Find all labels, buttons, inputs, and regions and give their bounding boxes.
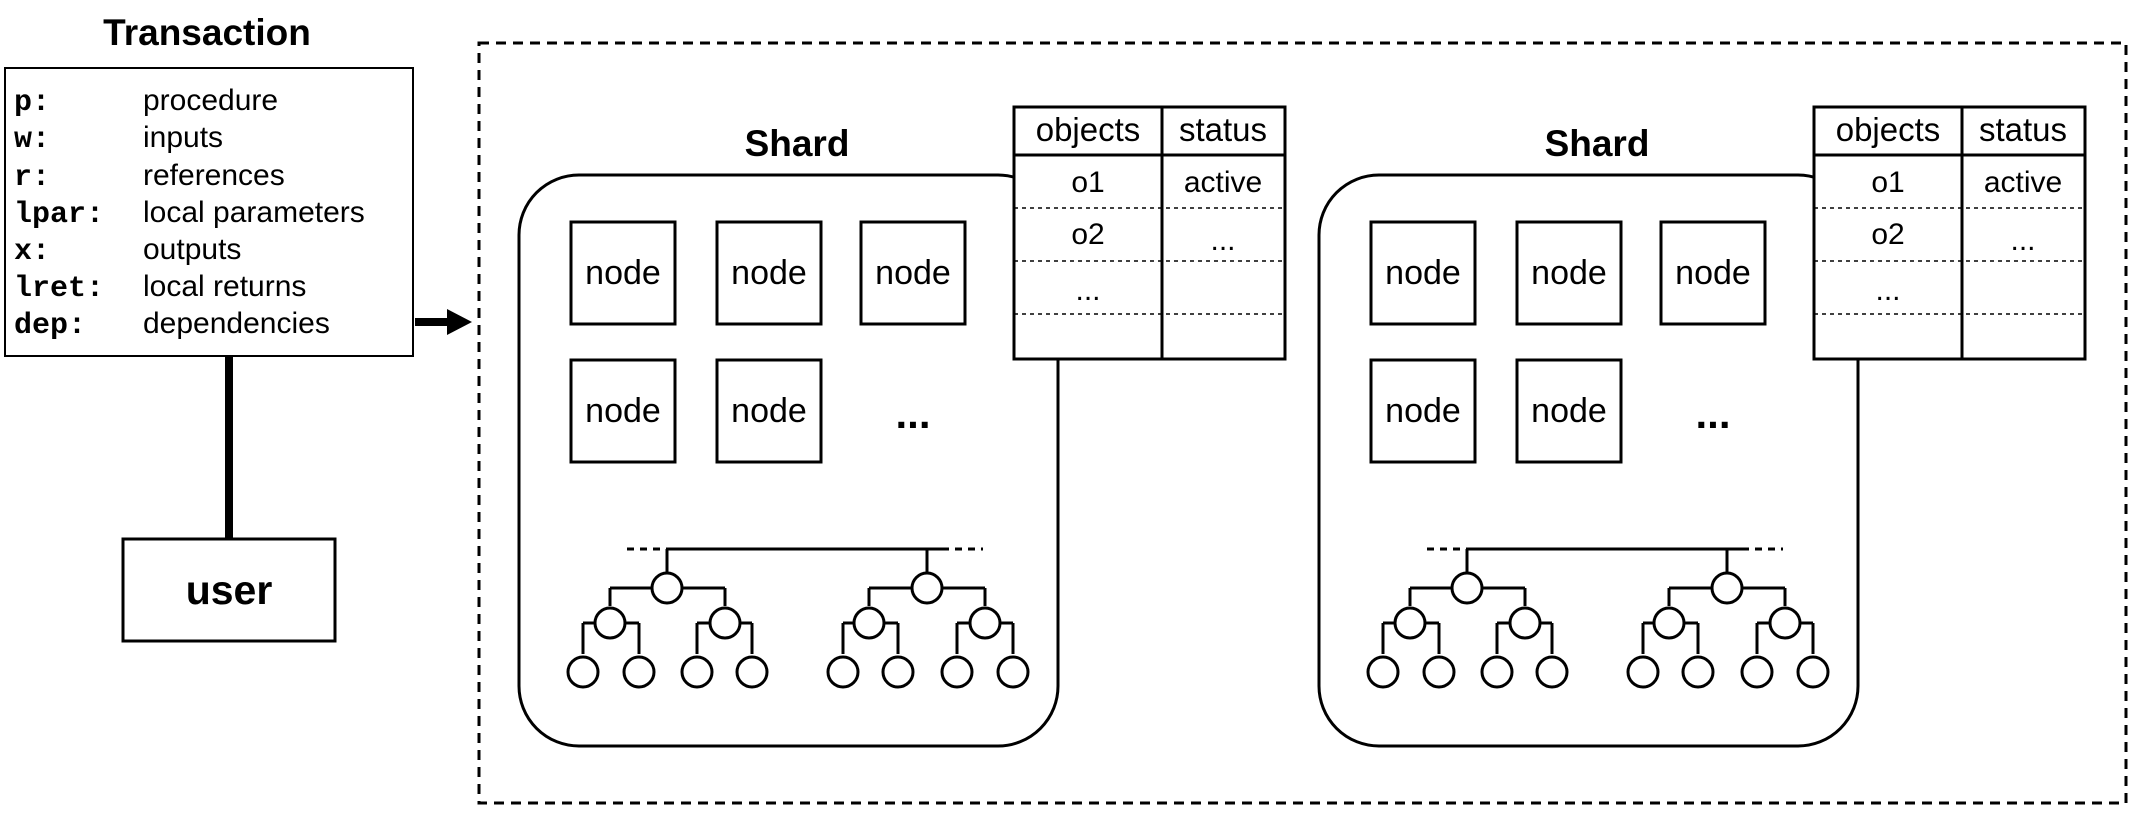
transaction-block: Transaction p: procedure w: inputs r: re…: [4, 12, 414, 357]
field-label-references: references: [143, 159, 285, 192]
tree-node-circle: [996, 655, 1030, 689]
table-cell: ...: [1075, 274, 1100, 307]
user-label: user: [186, 567, 273, 613]
tree-node-circle: [708, 606, 742, 640]
node-box: [569, 220, 677, 326]
tree-node-circle: [1796, 655, 1830, 689]
table-cell: ...: [1875, 274, 1900, 307]
node-label: node: [731, 392, 807, 430]
shard-2-object-trees: [1366, 547, 1830, 689]
table-cell: ...: [2010, 224, 2035, 257]
tree-node-circle: [852, 606, 886, 640]
tree-node-circle: [1652, 606, 1686, 640]
field-key-local-returns: lret:: [14, 272, 104, 306]
node-box: [1515, 220, 1623, 326]
user-block: user: [121, 537, 337, 643]
system-boundary: [477, 41, 2128, 805]
field-key-procedure: p:: [14, 86, 50, 120]
field-key-dependencies: dep:: [14, 309, 86, 343]
node-label: node: [585, 254, 661, 292]
table-header-objects: objects: [1836, 111, 1941, 148]
node-box: [1369, 358, 1477, 464]
transaction-field-list: p: procedure w: inputs r: references lpa…: [14, 84, 365, 343]
tree-node-circle: [1740, 655, 1774, 689]
shard-2: Shard node node node node node ...: [1317, 105, 2087, 748]
shard-2-title: Shard: [1545, 123, 1650, 164]
node-box: [1659, 220, 1767, 326]
tree-node-circle: [1508, 606, 1542, 640]
field-key-local-parameters: lpar:: [14, 198, 104, 232]
table-cell: ...: [1210, 224, 1235, 257]
tree-node-circle: [1366, 655, 1400, 689]
tree-node-circle: [881, 655, 915, 689]
tree-node-circle: [968, 606, 1002, 640]
tree-node-circle: [566, 655, 600, 689]
table-header-status: status: [1179, 111, 1267, 148]
tree-node-circle: [1393, 606, 1427, 640]
transaction-title: Transaction: [103, 12, 311, 53]
table-cell: active: [1184, 166, 1262, 199]
node-box: [1369, 220, 1477, 326]
node-box: [569, 358, 677, 464]
field-key-references: r:: [14, 161, 50, 195]
table-cell: o2: [1871, 218, 1904, 251]
tree-node-circle: [593, 606, 627, 640]
shard-1-object-trees: [566, 547, 1030, 689]
tree-node-circle: [1626, 655, 1660, 689]
nodes-more-ellipsis: ...: [895, 390, 930, 437]
transaction-box: [4, 67, 414, 357]
node-label: node: [731, 254, 807, 292]
tree-node-circle: [1535, 655, 1569, 689]
field-label-outputs: outputs: [143, 233, 241, 266]
tree-node-circle: [735, 655, 769, 689]
shard-2-nodes: node node node node node ...: [1369, 220, 1767, 464]
shard-1-object-table: objects status o1 active o2 ... ...: [1012, 105, 1287, 361]
shard-1-title: Shard: [745, 123, 850, 164]
tree-node-circle: [910, 571, 944, 605]
node-label: node: [585, 392, 661, 430]
node-label: node: [1385, 392, 1461, 430]
table-cell: o2: [1071, 218, 1104, 251]
node-label: node: [1531, 392, 1607, 430]
node-label: node: [1675, 254, 1751, 292]
shard-2-object-table: objects status o1 active o2 ... ...: [1812, 105, 2087, 361]
node-box: [859, 220, 967, 326]
field-label-inputs: inputs: [143, 121, 223, 154]
shard-1-nodes: node node node node node ...: [569, 220, 967, 464]
node-label: node: [875, 254, 951, 292]
node-label: node: [1531, 254, 1607, 292]
table-cell: active: [1984, 166, 2062, 199]
tree-node-circle: [650, 571, 684, 605]
node-box: [1515, 358, 1623, 464]
tree-node-circle: [940, 655, 974, 689]
shard-1: Shard node node node node node ...: [517, 105, 1287, 748]
field-key-inputs: w:: [14, 123, 50, 157]
tree-node-circle: [1768, 606, 1802, 640]
tree-node-circle: [1422, 655, 1456, 689]
node-label: node: [1385, 254, 1461, 292]
table-cell: o1: [1871, 166, 1904, 199]
tree-node-circle: [1710, 571, 1744, 605]
user-box: [121, 537, 337, 643]
table-header-status: status: [1979, 111, 2067, 148]
node-box: [715, 220, 823, 326]
tree-node-circle: [826, 655, 860, 689]
tree-node-circle: [622, 655, 656, 689]
field-label-local-parameters: local parameters: [143, 196, 365, 229]
field-label-local-returns: local returns: [143, 270, 306, 303]
tree-node-circle: [1450, 571, 1484, 605]
tree-node-circle: [1681, 655, 1715, 689]
field-label-dependencies: dependencies: [143, 307, 330, 340]
table-cell: o1: [1071, 166, 1104, 199]
submit-arrow: [415, 309, 472, 335]
field-label-procedure: procedure: [143, 84, 278, 117]
node-box: [715, 358, 823, 464]
nodes-more-ellipsis: ...: [1695, 390, 1730, 437]
tree-node-circle: [1480, 655, 1514, 689]
table-header-objects: objects: [1036, 111, 1141, 148]
field-key-outputs: x:: [14, 235, 50, 269]
tree-node-circle: [680, 655, 714, 689]
